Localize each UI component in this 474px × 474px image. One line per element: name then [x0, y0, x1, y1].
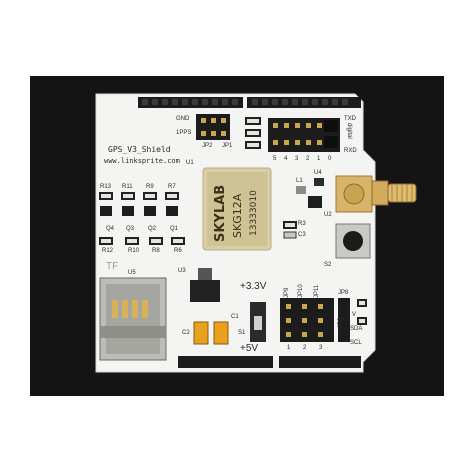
bottom-header-left	[178, 356, 273, 368]
label-u3: U3	[178, 268, 186, 274]
ic-u2	[308, 196, 322, 208]
label-r3: R3	[298, 221, 306, 227]
transistor-row	[100, 206, 178, 216]
resistor-right-a	[357, 299, 367, 307]
module-brand: SKYLAB	[213, 184, 228, 242]
label-1pps: 1PPS	[176, 130, 192, 136]
header-label-2: 2	[303, 345, 307, 351]
resistor-r4	[245, 141, 261, 149]
label-v: V	[352, 312, 357, 318]
label-rxd: RXD	[344, 148, 357, 154]
jumper-cap-rxd	[324, 136, 338, 148]
capacitor-c1	[213, 321, 229, 345]
label-scl: SCL	[350, 340, 362, 346]
label-r6: R6	[174, 248, 182, 254]
label-digital: digital	[346, 123, 352, 139]
pin-label-5: 5	[273, 156, 277, 162]
label-c2: C2	[182, 330, 190, 336]
label-sda: SDA	[350, 326, 363, 332]
label-5v: +5V	[240, 343, 259, 354]
label-r9: R9	[146, 184, 154, 190]
label-u2: U2	[324, 212, 332, 218]
label-3v3: +3.3V	[240, 281, 267, 292]
resistor-row-top	[99, 192, 179, 200]
label-q2: Q2	[148, 226, 157, 232]
label-u4: U4	[314, 170, 322, 176]
label-c3: C3	[298, 232, 306, 238]
sma-barrel	[371, 180, 389, 206]
label-u1: U1	[186, 160, 194, 166]
pin-label-1: 1	[317, 156, 321, 162]
label-s2: S2	[324, 262, 332, 268]
ic-u4	[314, 178, 324, 186]
resistor-right-b	[357, 317, 367, 325]
module-model: SKG12A	[231, 193, 244, 238]
label-s1: S1	[238, 330, 246, 336]
header-label-3: 3	[319, 345, 323, 351]
pin-label-0: 0	[328, 156, 332, 162]
label-q1: Q1	[170, 226, 179, 232]
module-serial: 13333010	[249, 190, 259, 236]
board-url-label: www.linksprite.com	[104, 157, 180, 165]
label-gnd: GND	[176, 116, 190, 122]
label-jp3: JP3	[338, 317, 344, 328]
label-r11: R11	[122, 184, 133, 190]
label-c1: C1	[231, 314, 239, 320]
label-jp8: JP8	[338, 290, 349, 296]
label-jp1: JP1	[222, 143, 233, 149]
resistor-r1	[245, 117, 261, 125]
pin-label-2: 2	[306, 156, 310, 162]
label-r7: R7	[168, 184, 176, 190]
label-q4: Q4	[106, 226, 115, 232]
top-header-left	[138, 97, 243, 108]
pin-label-3: 3	[295, 156, 299, 162]
label-jp2: JP2	[202, 143, 213, 149]
top-header-pins	[142, 99, 348, 105]
label-jp9: JP9	[284, 287, 290, 298]
label-r10: R10	[128, 248, 140, 254]
resistor-r3	[283, 221, 297, 229]
label-jp11: JP11	[314, 284, 320, 298]
bottom-header-right	[279, 356, 361, 368]
regulator-u3	[190, 280, 220, 302]
label-jp10: JP10	[298, 284, 304, 298]
capacitor-c3	[283, 231, 297, 239]
label-u5: U5	[128, 270, 136, 276]
inductor-l1	[296, 186, 306, 194]
jumper-cap-txd	[324, 120, 338, 132]
label-l1: L1	[296, 178, 303, 184]
label-tf: TF	[106, 261, 119, 272]
pin-label-4: 4	[284, 156, 288, 162]
jp2-header	[196, 114, 230, 140]
board-name-label: GPS_V3_Shield	[108, 145, 171, 154]
resistor-row-bottom	[99, 237, 185, 245]
button-s2-cap	[343, 231, 363, 251]
label-r12: R12	[102, 248, 114, 254]
label-r13: R13	[100, 184, 112, 190]
label-q3: Q3	[126, 226, 135, 232]
label-txd: TXD	[344, 116, 356, 122]
capacitor-c2	[193, 321, 209, 345]
label-r8: R8	[152, 248, 160, 254]
resistor-r2	[245, 129, 261, 137]
jp8-header	[338, 298, 350, 342]
header-label-1: 1	[287, 345, 291, 351]
